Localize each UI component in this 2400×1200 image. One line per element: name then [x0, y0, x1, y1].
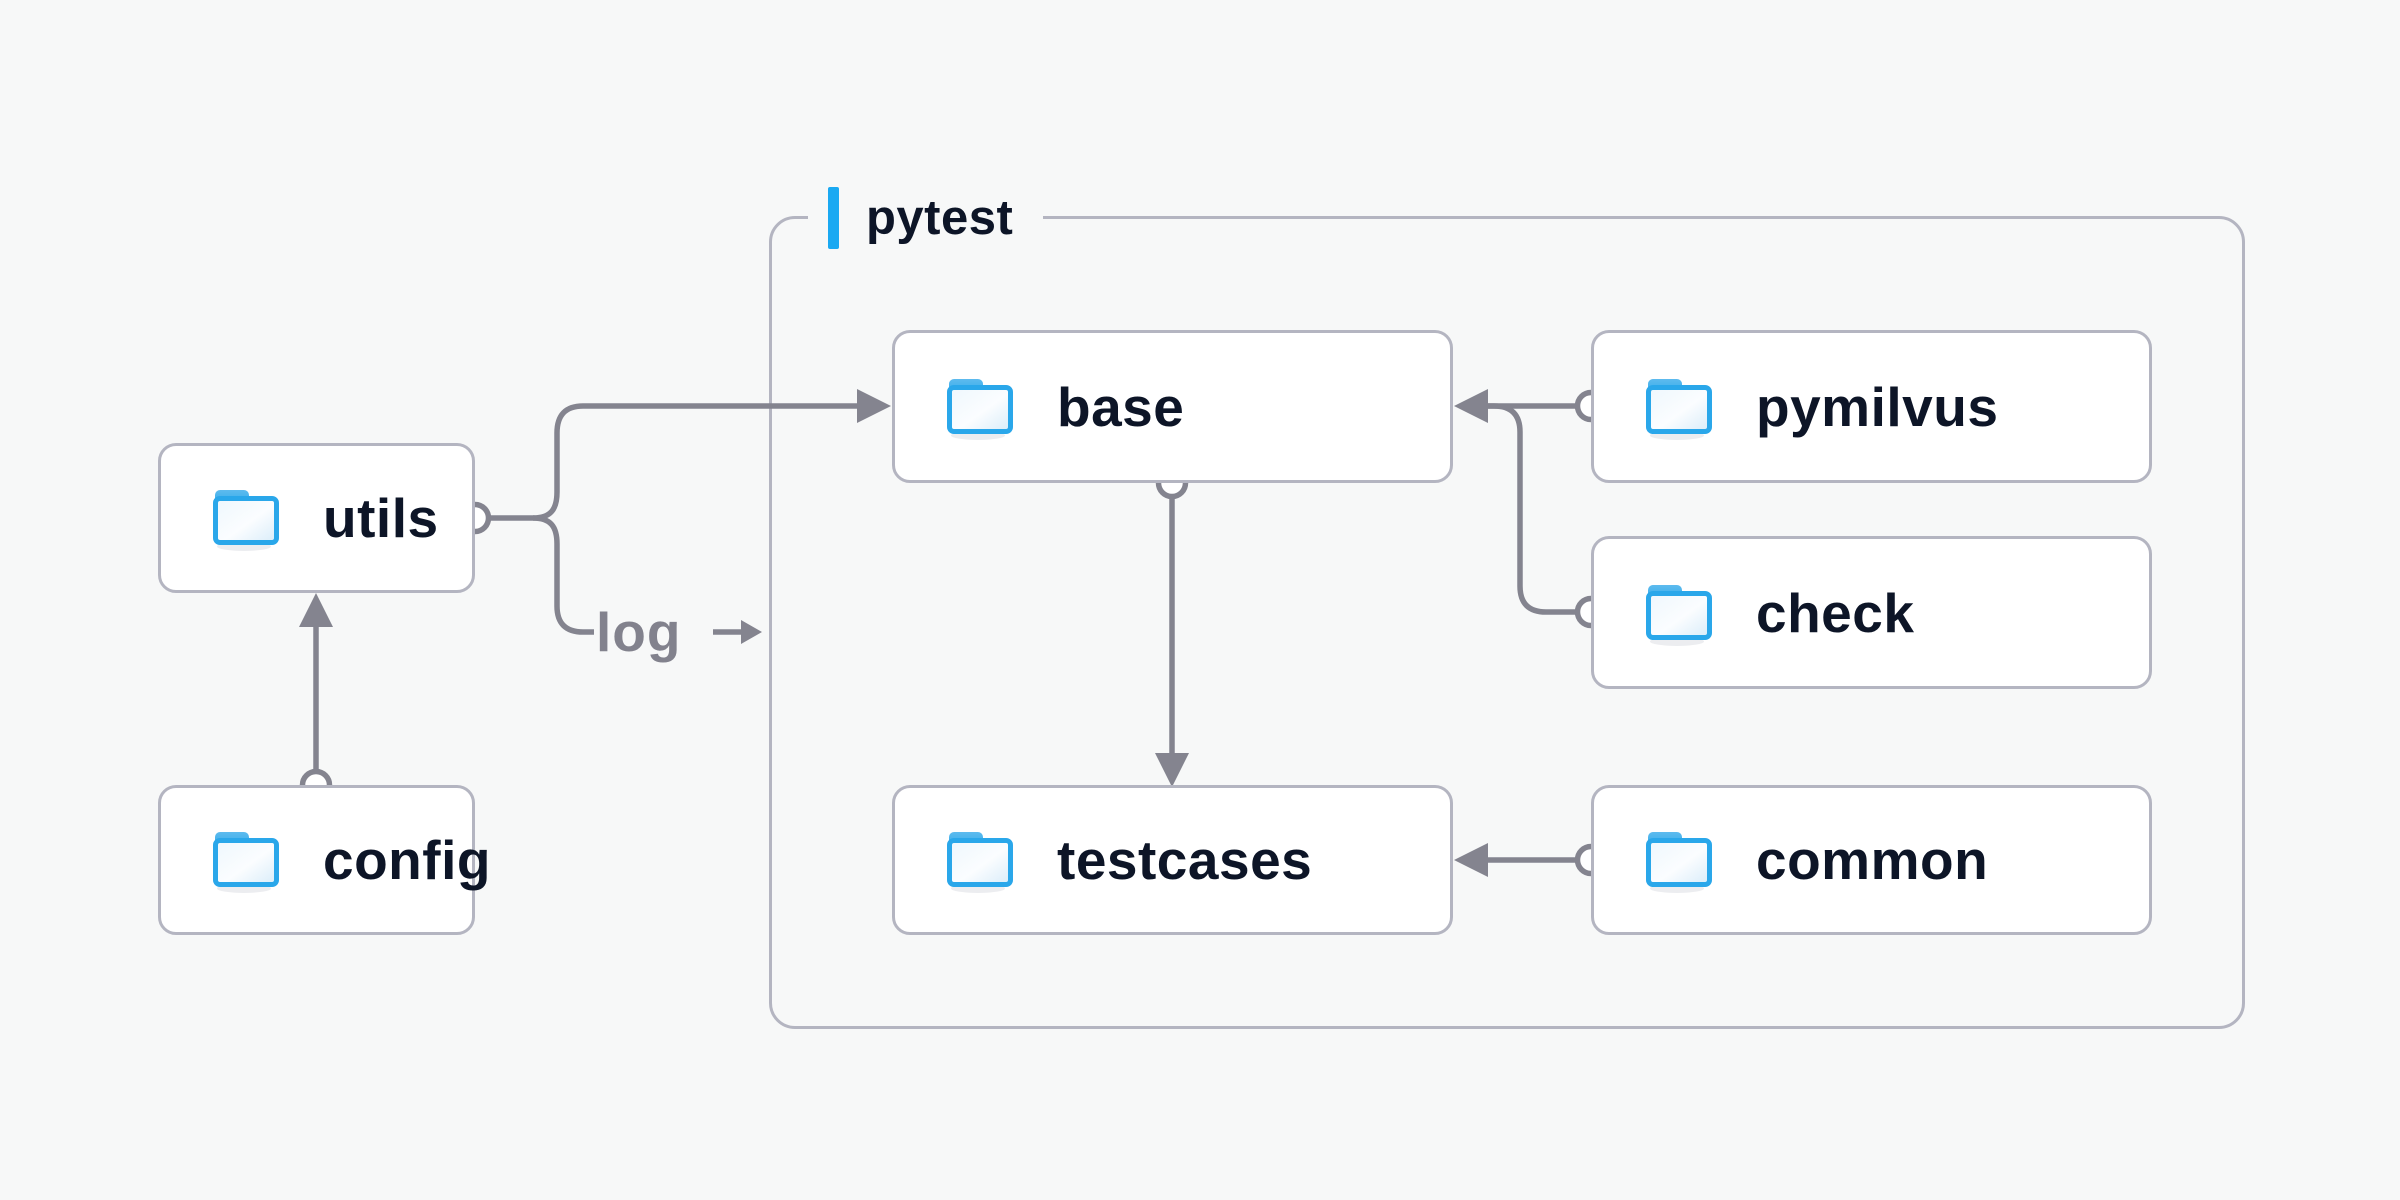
node-utils: utils [158, 443, 475, 593]
folder-icon [1640, 827, 1718, 893]
node-check-label: check [1756, 581, 1915, 644]
folder-icon [941, 827, 1019, 893]
node-config-label: config [323, 829, 491, 891]
folder-icon [207, 827, 285, 893]
node-common-label: common [1756, 829, 1989, 891]
edge-config-to-utils [299, 593, 333, 802]
pytest-container-label: pytest [808, 186, 1044, 250]
folder-icon [1640, 374, 1718, 440]
node-base-label: base [1057, 375, 1185, 438]
node-utils-label: utils [323, 487, 439, 549]
pytest-container-title: pytest [866, 191, 1014, 245]
folder-icon [1640, 580, 1718, 646]
log-arrow [713, 620, 762, 644]
log-label: log [596, 601, 682, 663]
node-testcases-label: testcases [1057, 829, 1313, 891]
node-common: common [1591, 785, 2152, 935]
node-testcases: testcases [892, 785, 1453, 935]
node-pymilvus-label: pymilvus [1756, 375, 1999, 438]
folder-icon [207, 485, 285, 551]
folder-icon [941, 374, 1019, 440]
node-check: check [1591, 536, 2152, 689]
node-config: config [158, 785, 490, 935]
node-base: base [892, 330, 1453, 483]
accent-bar [828, 187, 839, 249]
node-pymilvus: pymilvus [1591, 330, 2152, 483]
pytest-container: pytest [769, 186, 2245, 1029]
